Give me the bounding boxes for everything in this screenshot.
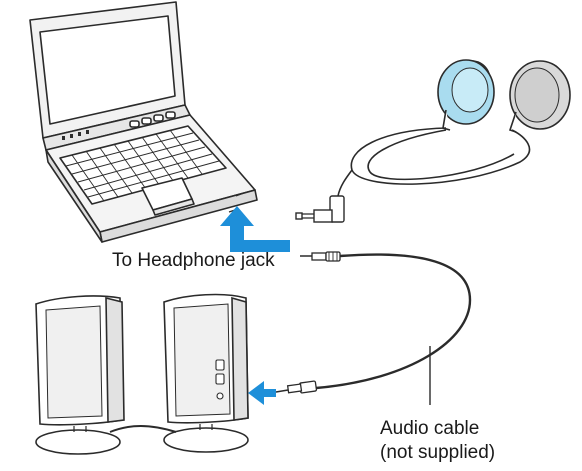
speaker-icon <box>163 293 249 453</box>
audio-plug-icon <box>300 251 341 262</box>
headphone-jack-label: To Headphone jack <box>112 250 275 271</box>
not-supplied-label: (not supplied) <box>380 442 496 463</box>
audio-plug-icon <box>295 195 345 223</box>
audio-plug-icon <box>275 380 318 394</box>
speaker-wire <box>109 425 177 433</box>
speaker-icon <box>35 295 125 455</box>
audio-cable-label: Audio cable <box>380 418 480 439</box>
arrow-icon <box>248 381 276 405</box>
arrow-icon <box>220 206 290 252</box>
laptop-icon <box>29 1 258 243</box>
headphones-icon <box>337 59 571 197</box>
audio-cable <box>275 251 472 405</box>
